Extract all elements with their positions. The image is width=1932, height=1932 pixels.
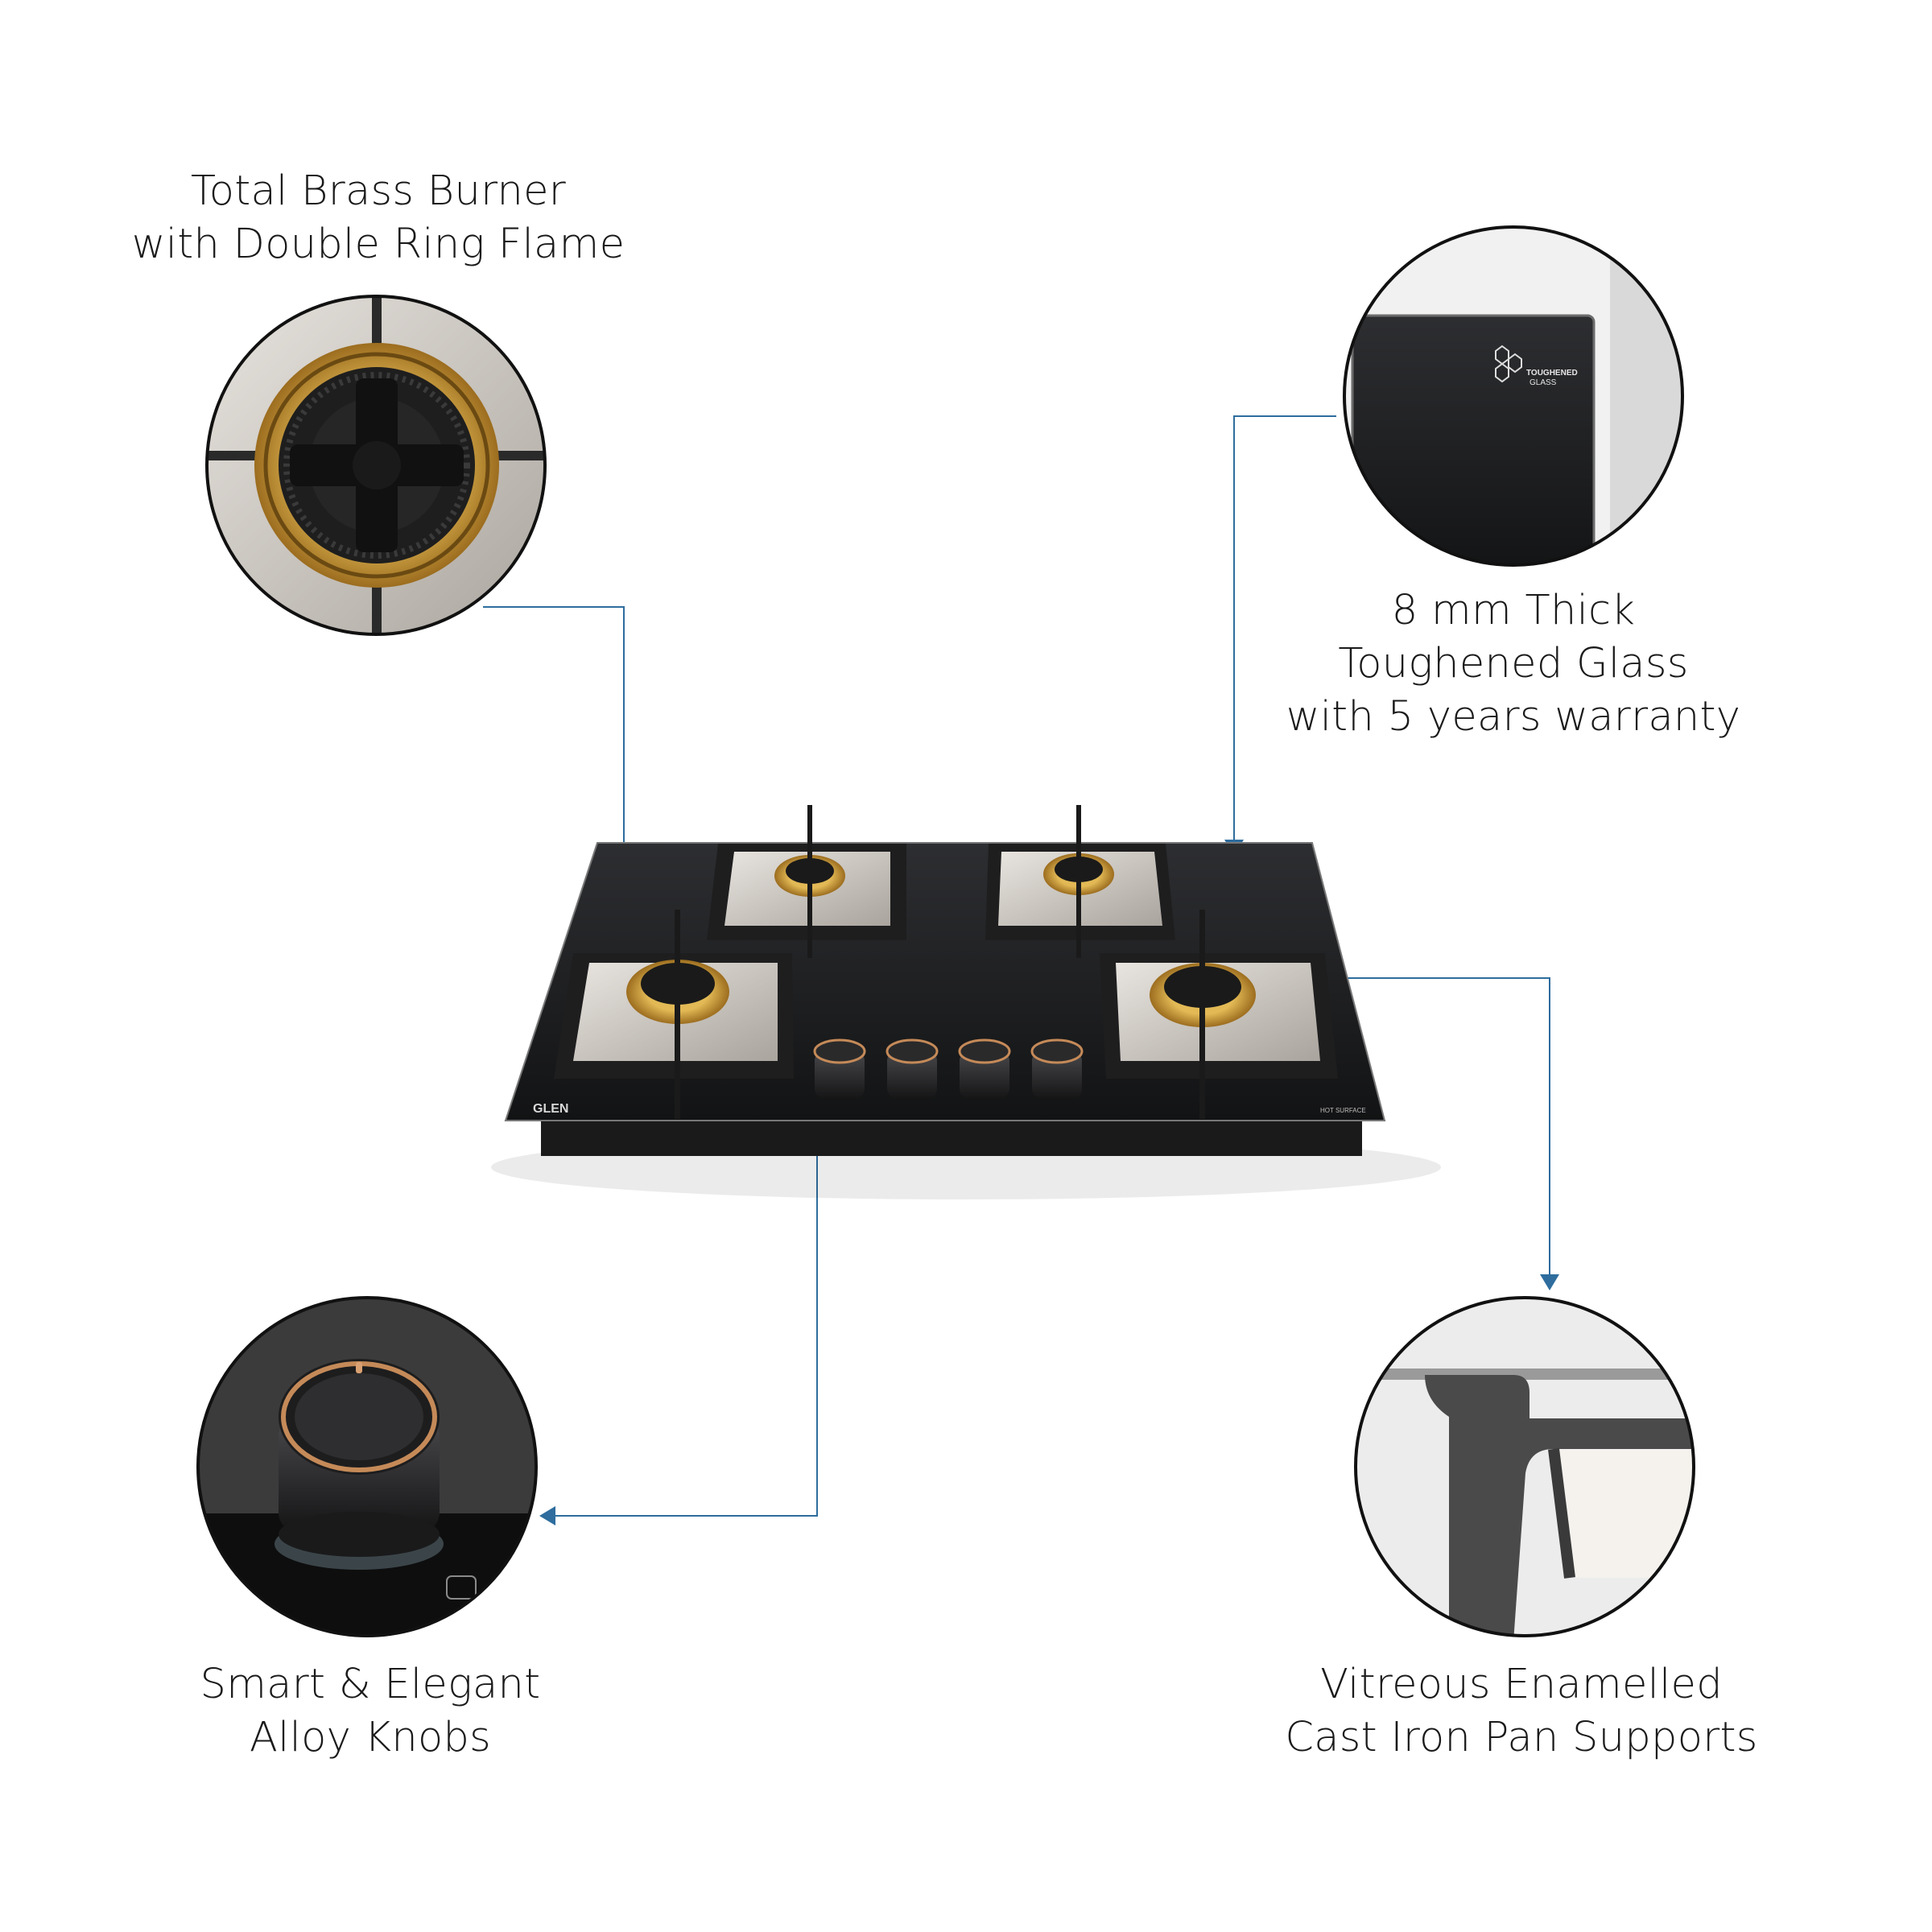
- control-knob: [813, 1038, 866, 1100]
- caption-line: Total Brass Burner: [190, 167, 567, 215]
- arrow-down-icon: [1540, 1274, 1559, 1290]
- burner-back-right: [985, 805, 1175, 958]
- caption-toughened-glass: 8 mm Thick Toughened Glass with 5 years …: [1167, 584, 1860, 744]
- hot-surface-label: HOT SURFACE: [1320, 1107, 1366, 1114]
- leader-line-supports: [1304, 977, 1550, 1276]
- knob-row: [813, 1038, 1084, 1100]
- caption-line: Cast Iron Pan Supports: [1285, 1714, 1758, 1761]
- leader-line-glass: [1233, 415, 1336, 841]
- control-knob: [1030, 1038, 1084, 1100]
- caption-line: Toughened Glass: [1338, 640, 1689, 687]
- caption-line: with 5 years warranty: [1286, 693, 1741, 741]
- pan-support-icon: [1354, 1296, 1695, 1637]
- caption-line: Vitreous Enamelled: [1320, 1661, 1723, 1708]
- control-knob: [886, 1038, 939, 1100]
- caption-line: Alloy Knobs: [249, 1714, 492, 1761]
- control-knob: [958, 1038, 1011, 1100]
- arrow-left-icon: [539, 1506, 555, 1525]
- caption-pan-supports: Vitreous Enamelled Cast Iron Pan Support…: [1175, 1658, 1868, 1765]
- caption-line: 8 mm Thick: [1391, 587, 1636, 634]
- caption-line: with Double Ring Flame: [131, 221, 625, 268]
- glass-badge-text: TOUGHENED: [1526, 369, 1578, 378]
- caption-brass-burner: Total Brass Burner with Double Ring Flam…: [40, 165, 716, 271]
- glass-badge-text: GLASS: [1530, 378, 1557, 387]
- brass-burner-icon: [205, 295, 547, 636]
- leader-line-knobs: [554, 1079, 818, 1517]
- burner-front-right: [1100, 910, 1338, 1119]
- alloy-knob-icon: [196, 1296, 538, 1637]
- caption-alloy-knobs: Smart & Elegant Alloy Knobs: [32, 1658, 708, 1765]
- burner-back-left: [707, 805, 906, 958]
- toughened-glass-icon: TOUGHENED GLASS: [1343, 225, 1684, 567]
- brand-logo: GLEN: [533, 1102, 568, 1116]
- gas-hob-product: GLEN HOT SURFACE: [491, 805, 1441, 1199]
- burner-front-left: [554, 910, 794, 1119]
- caption-line: Smart & Elegant: [200, 1661, 541, 1708]
